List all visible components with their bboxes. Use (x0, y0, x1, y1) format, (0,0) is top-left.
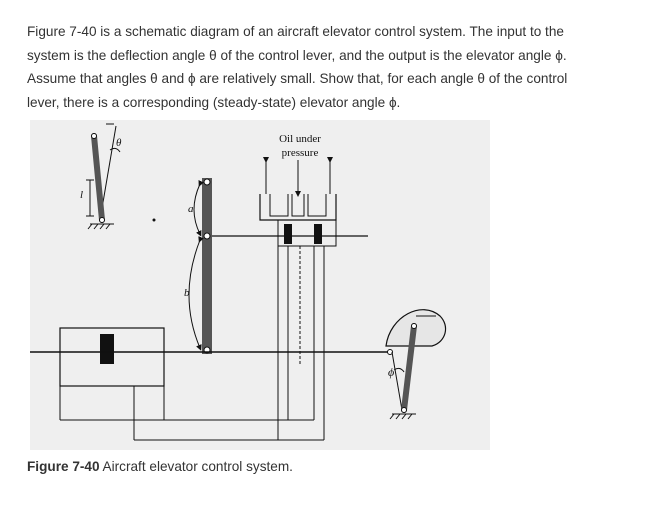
walking-beam: a b (184, 178, 212, 354)
b-label: b (184, 287, 190, 299)
l-label: l (80, 189, 83, 201)
figure-caption: Figure 7-40 Aircraft elevator control sy… (27, 459, 293, 474)
elevator: ϕ (385, 309, 447, 420)
oil-label-line2: pressure (282, 147, 319, 159)
control-lever: θ l (80, 123, 122, 230)
spool-valve (212, 194, 368, 440)
elevator-control-diagram: θ l a b Oil under pressure (30, 120, 490, 450)
oil-label-line1: Oil under (279, 133, 321, 145)
caption-label: Figure 7-40 (27, 459, 100, 474)
power-cylinder (30, 327, 390, 441)
oil-supply: Oil under pressure (263, 133, 333, 197)
problem-statement: Figure 7-40 is a schematic diagram of an… (27, 24, 568, 110)
phi-label: ϕ (388, 365, 394, 379)
a-label: a (188, 203, 194, 215)
caption-text: Aircraft elevator control system. (99, 459, 293, 474)
theta-label: θ (116, 137, 122, 149)
